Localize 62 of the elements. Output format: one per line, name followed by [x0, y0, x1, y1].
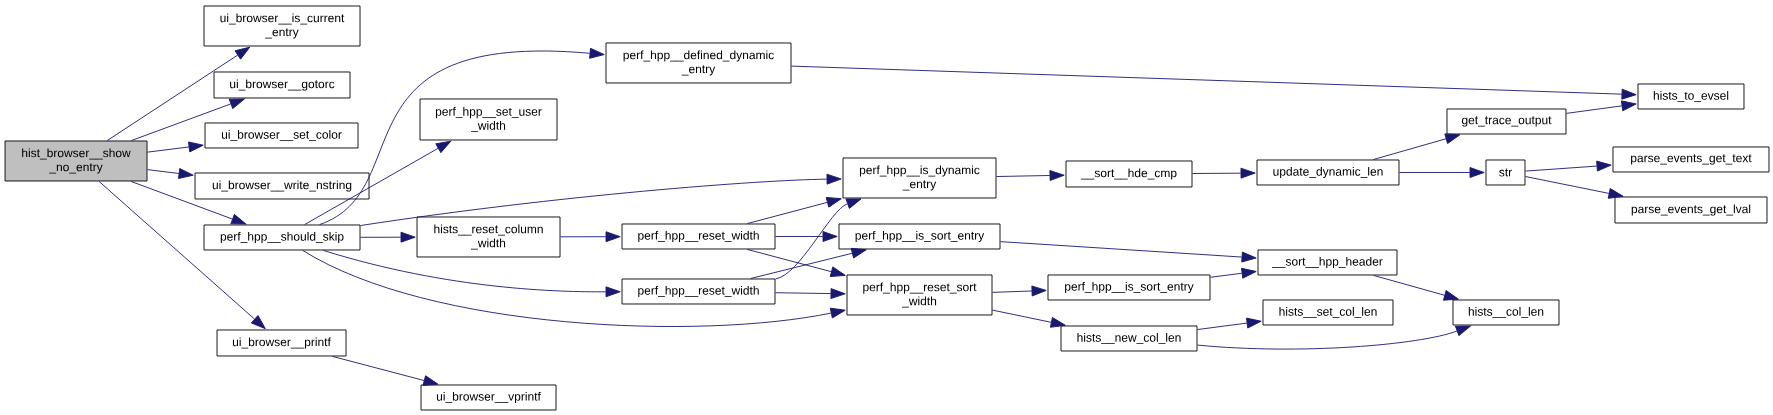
arrow	[746, 249, 846, 277]
arrow	[1197, 317, 1262, 330]
function-box: perf_hpp__should_skip	[203, 224, 361, 251]
function-box: ui_browser__is_current _entry	[203, 5, 361, 47]
function-box: __sort__hpp_header	[1257, 249, 1398, 276]
arrow	[750, 247, 867, 279]
arrow	[1210, 267, 1257, 279]
function-box: ui_browser__printf	[216, 329, 347, 357]
arrow	[147, 168, 194, 179]
function-box: perf_hpp__is_dynamic _entry	[842, 157, 997, 199]
arrow	[746, 197, 842, 224]
arrow	[775, 231, 838, 242]
arrow	[996, 170, 1065, 181]
arrow	[360, 173, 842, 226]
function-box: ui_browser__set_color	[204, 122, 359, 149]
function-box: ui_browser__gotorc	[213, 71, 351, 99]
function-box: parse_events_get_lval	[1614, 196, 1768, 224]
arrow	[147, 141, 204, 153]
arrow	[332, 356, 439, 386]
function-box: parse_events_get_text	[1612, 146, 1770, 173]
arrow	[775, 288, 846, 300]
arrow	[992, 309, 1066, 328]
function-box: hists__reset_column _width	[416, 216, 561, 258]
arrow	[130, 98, 245, 141]
function-box: perf_hpp__defined_dynamic _entry	[605, 42, 792, 84]
function-box: perf_hpp__set_user _width	[419, 98, 558, 141]
arrow	[1197, 325, 1471, 350]
arrow	[1525, 176, 1624, 199]
function-box: update_dynamic_len	[1256, 159, 1400, 186]
arrow	[319, 47, 605, 225]
arrow	[1192, 167, 1256, 179]
function-box: hists__col_len	[1452, 299, 1560, 326]
arrow	[1372, 133, 1461, 160]
arrow	[130, 181, 247, 225]
arrow	[302, 250, 846, 327]
function-box: perf_hpp__reset_sort _width	[846, 274, 993, 316]
function-box: perf_hpp__reset_width	[621, 278, 776, 305]
function-box: hist_browser__show _no_entry	[4, 140, 148, 182]
function-box: hists_to_evsel	[1637, 83, 1745, 110]
arrow	[106, 46, 251, 141]
arrow	[1525, 160, 1612, 172]
function-box: str	[1485, 159, 1526, 186]
arrow	[791, 65, 1637, 100]
function-box: ui_browser__write_nstring	[194, 172, 370, 200]
function-box: hists__new_col_len	[1060, 325, 1198, 352]
arrow	[560, 231, 621, 243]
function-box: __sort__hde_cmp	[1065, 160, 1193, 188]
arrow	[304, 140, 452, 225]
function-box: perf_hpp__is_sort_entry	[1047, 274, 1211, 301]
arrow	[98, 181, 266, 330]
arrow	[360, 231, 416, 243]
arrow	[1399, 167, 1485, 178]
function-box: perf_hpp__reset_width	[621, 223, 776, 250]
function-box: ui_browser__vprintf	[420, 384, 557, 411]
function-box: hists__set_col_len	[1262, 299, 1394, 326]
arrow	[323, 250, 621, 298]
arrow	[1000, 241, 1257, 263]
arrow	[1566, 100, 1637, 114]
arrow	[775, 198, 862, 280]
arrow	[992, 285, 1047, 297]
function-box: perf_hpp__is_sort_entry	[838, 223, 1001, 250]
function-box: get_trace_output	[1446, 108, 1567, 135]
